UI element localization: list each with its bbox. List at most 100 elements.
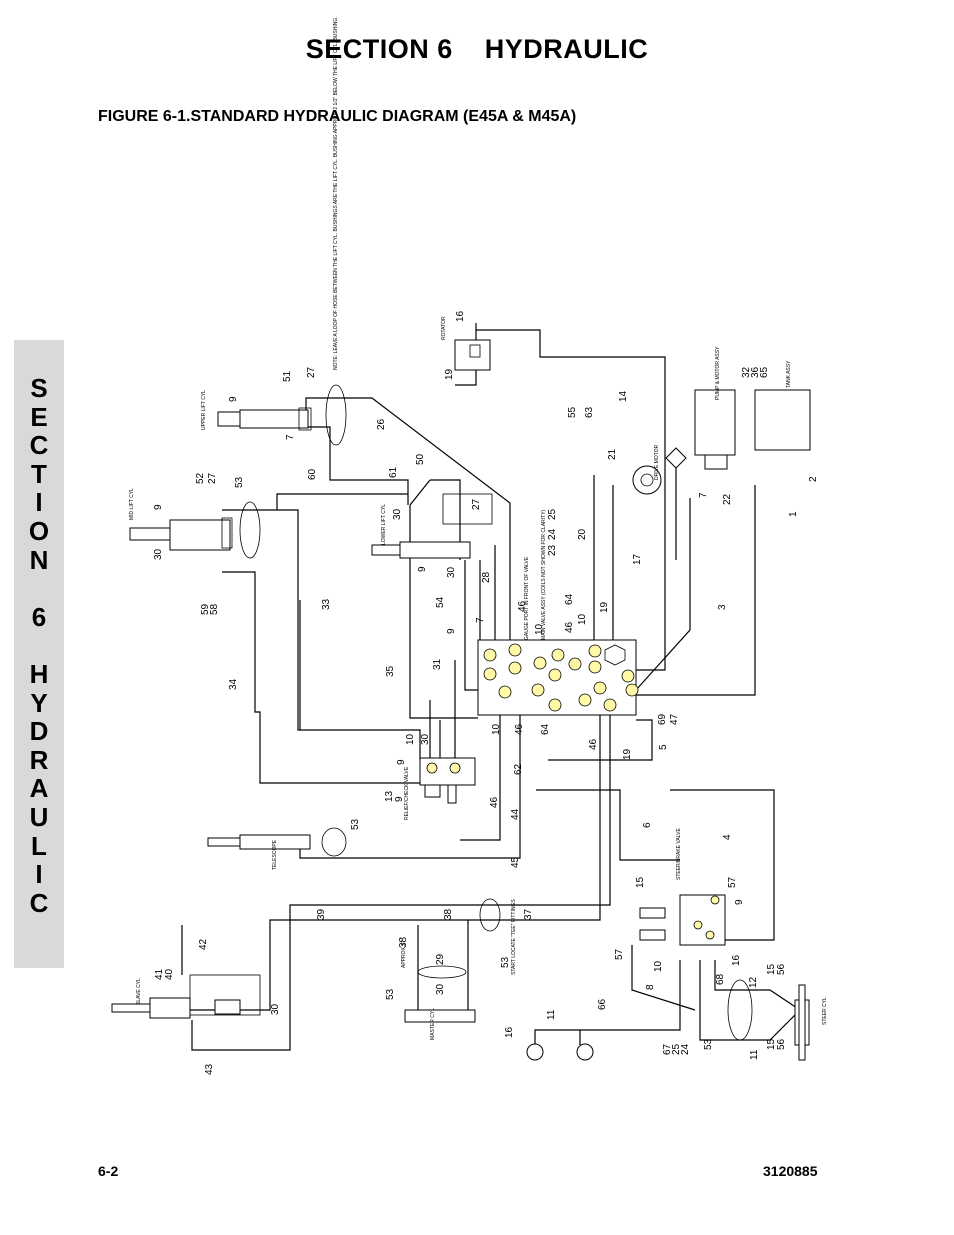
svg-text:58: 58 <box>209 603 220 615</box>
svg-text:69: 69 <box>657 713 668 725</box>
tee-fittings-note: START LOCATE "TEE" FITTINGS <box>511 899 517 975</box>
svg-text:56: 56 <box>776 1038 787 1050</box>
svg-text:30: 30 <box>435 983 446 995</box>
svg-text:61: 61 <box>388 466 399 478</box>
svg-text:17: 17 <box>632 553 643 565</box>
svg-text:40: 40 <box>164 968 175 980</box>
svg-text:1: 1 <box>788 511 799 517</box>
svg-text:10: 10 <box>534 623 545 635</box>
svg-text:4: 4 <box>722 834 733 840</box>
svg-text:53: 53 <box>234 476 245 488</box>
valve-ports <box>483 643 639 712</box>
svg-text:16: 16 <box>455 310 466 322</box>
svg-text:3: 3 <box>717 604 728 610</box>
svg-text:24: 24 <box>680 1043 691 1055</box>
svg-text:36: 36 <box>750 366 761 378</box>
svg-text:24: 24 <box>547 528 558 540</box>
hose-loop-note: NOTE: LEAVE A LOOP OF HOSE BETWEEN THE L… <box>333 16 339 370</box>
svg-text:55: 55 <box>567 406 578 418</box>
components: ROTATOR <box>111 316 811 1061</box>
svg-text:23: 23 <box>547 544 558 556</box>
svg-text:68: 68 <box>715 973 726 985</box>
rotator <box>454 339 491 371</box>
svg-text:9: 9 <box>396 759 407 765</box>
svg-text:12: 12 <box>748 976 759 988</box>
svg-text:60: 60 <box>307 468 318 480</box>
svg-text:46: 46 <box>588 738 599 750</box>
svg-text:19: 19 <box>599 601 610 613</box>
svg-text:29: 29 <box>435 953 446 965</box>
brake-right <box>576 1043 594 1061</box>
section-side-tab: S E C T I O N 6 H Y D R A U L I C <box>14 340 64 968</box>
svg-text:46: 46 <box>517 600 528 612</box>
svg-text:30: 30 <box>392 508 403 520</box>
svg-text:46: 46 <box>489 796 500 808</box>
svg-text:52: 52 <box>195 472 206 484</box>
svg-text:66: 66 <box>597 998 608 1010</box>
svg-text:15: 15 <box>635 876 646 888</box>
master-cylinder <box>404 1009 476 1023</box>
svg-text:9: 9 <box>228 396 239 402</box>
callout-labels: 16 19 51 27 9 7 26 60 61 50 27 52 27 53 … <box>153 310 819 1075</box>
svg-text:35: 35 <box>385 665 396 677</box>
svg-text:15: 15 <box>766 1038 777 1050</box>
svg-text:21: 21 <box>607 448 618 460</box>
svg-text:53: 53 <box>350 818 361 830</box>
svg-text:27: 27 <box>306 366 317 378</box>
svg-text:50: 50 <box>415 453 426 465</box>
svg-text:53: 53 <box>703 1038 714 1050</box>
svg-text:53: 53 <box>385 988 396 1000</box>
svg-text:9: 9 <box>417 566 428 572</box>
svg-text:51: 51 <box>282 370 293 382</box>
svg-text:56: 56 <box>776 963 787 975</box>
svg-text:65: 65 <box>759 366 770 378</box>
pump-motor-assy <box>694 389 736 456</box>
side-tab-letters: S E C T I O N 6 H Y D R A U L I C <box>28 373 50 918</box>
steer-cyl-note: STEER CYL <box>822 997 828 1025</box>
svg-text:8: 8 <box>645 984 656 990</box>
section-title: SECTION 6 HYDRAULIC <box>305 34 649 64</box>
drive-motor-note: DRIVE MOTOR <box>654 444 660 480</box>
brake-left <box>526 1043 544 1061</box>
svg-text:32: 32 <box>741 366 752 378</box>
svg-text:2: 2 <box>808 476 819 482</box>
svg-text:41: 41 <box>154 968 165 980</box>
svg-text:27: 27 <box>471 498 482 510</box>
svg-text:67: 67 <box>662 1043 673 1055</box>
svg-text:11: 11 <box>749 1049 760 1060</box>
svg-text:7: 7 <box>475 617 486 623</box>
svg-text:64: 64 <box>540 723 551 735</box>
svg-text:30: 30 <box>446 566 457 578</box>
svg-text:30: 30 <box>270 1003 281 1015</box>
svg-text:19: 19 <box>444 368 455 380</box>
svg-text:5: 5 <box>658 744 669 750</box>
svg-text:26: 26 <box>376 418 387 430</box>
svg-text:10: 10 <box>405 733 416 745</box>
svg-text:10: 10 <box>491 723 502 735</box>
svg-text:53: 53 <box>500 956 511 968</box>
svg-text:6: 6 <box>642 822 653 828</box>
svg-text:38: 38 <box>398 936 409 948</box>
svg-text:62: 62 <box>513 763 524 775</box>
lower-lift-note: LOWER LIFT CYL <box>381 504 387 545</box>
svg-text:57: 57 <box>727 876 738 888</box>
svg-text:43: 43 <box>204 1063 215 1075</box>
hose-loops <box>239 384 753 1041</box>
notes: NOTE: LEAVE A LOOP OF HOSE BETWEEN THE L… <box>129 16 828 1040</box>
svg-text:14: 14 <box>618 390 629 402</box>
svg-text:9: 9 <box>394 796 405 802</box>
svg-text:22: 22 <box>722 493 733 505</box>
svg-text:9: 9 <box>153 504 164 510</box>
svg-text:7: 7 <box>285 434 296 440</box>
svg-text:46: 46 <box>564 621 575 633</box>
relief-valve-note: RELIEF/CHECK VALVE <box>404 766 410 820</box>
steer-valve-note: STEER/BRAKE VALVE <box>676 828 682 880</box>
svg-text:30: 30 <box>153 548 164 560</box>
drive-motor <box>632 465 662 495</box>
svg-text:33: 33 <box>321 598 332 610</box>
svg-text:7: 7 <box>698 492 709 498</box>
svg-text:57: 57 <box>614 948 625 960</box>
valve-front-note: GAUGE PORT IN FRONT OF VALVE <box>524 556 530 640</box>
svg-text:38: 38 <box>443 908 454 920</box>
